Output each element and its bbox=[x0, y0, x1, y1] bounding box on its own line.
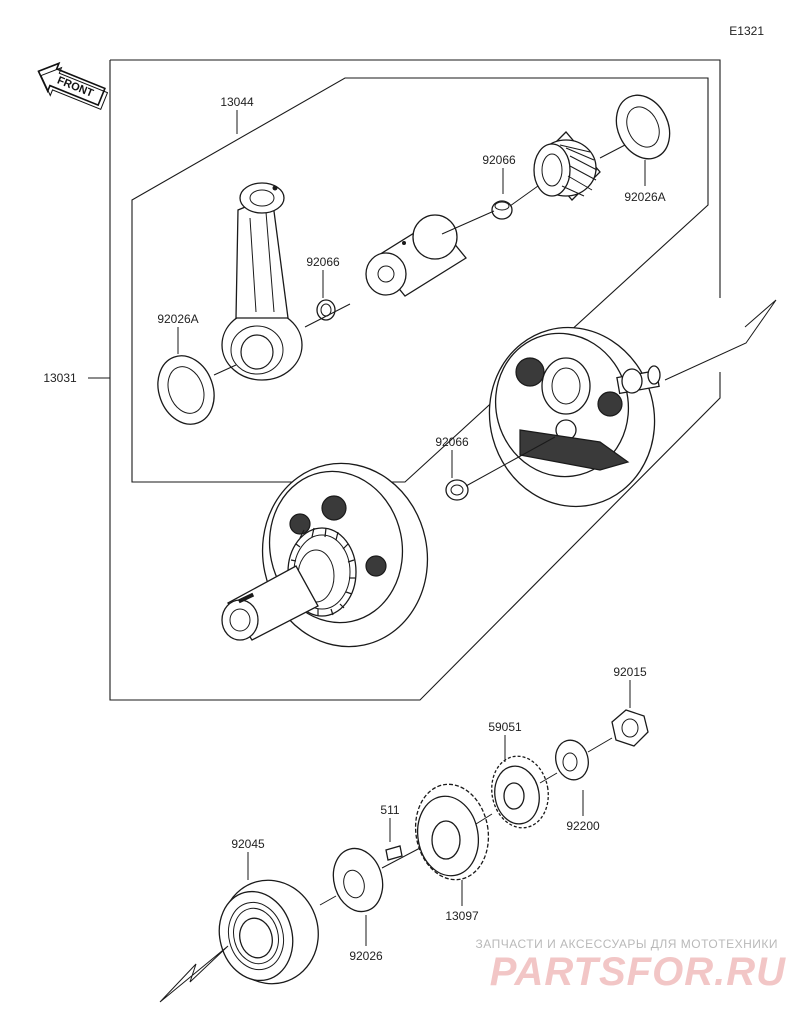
crankshaft-assembly-frame bbox=[88, 59, 721, 701]
bushing-lower-part bbox=[445, 479, 469, 501]
label-13031: 13031 bbox=[43, 371, 77, 385]
label-92200: 92200 bbox=[566, 819, 600, 833]
crank-pin-part bbox=[365, 214, 467, 297]
watermark-logo: PARTSFOR.RU bbox=[490, 950, 786, 994]
label-92066-lower: 92066 bbox=[435, 435, 469, 449]
label-92066-mid: 92066 bbox=[306, 255, 340, 269]
flywheel-right-part bbox=[488, 326, 661, 508]
gear-59051-part bbox=[491, 755, 549, 829]
connecting-rod-subframe bbox=[131, 77, 709, 483]
label-92045: 92045 bbox=[231, 837, 265, 851]
label-92015: 92015 bbox=[613, 665, 647, 679]
thrust-washer-left-part bbox=[157, 355, 215, 425]
front-arrow-icon: FRONT bbox=[37, 61, 109, 111]
label-92066-upper: 92066 bbox=[482, 153, 516, 167]
diagram-code: E1321 bbox=[729, 24, 764, 38]
label-92026A-right: 92026A bbox=[624, 190, 665, 204]
label-leaders bbox=[177, 110, 646, 946]
lower-axis-lines bbox=[319, 737, 613, 906]
bushing-mid-part bbox=[316, 299, 336, 321]
watermark: ЗАПЧАСТИ И АКСЕССУАРЫ ДЛЯ МОТОТЕХНИКИ PA… bbox=[476, 937, 786, 994]
gear-13097-part bbox=[414, 783, 490, 881]
connecting-rod-part bbox=[221, 182, 303, 381]
nut-part bbox=[611, 709, 649, 747]
label-511: 511 bbox=[380, 803, 399, 817]
needle-bearing-part bbox=[533, 131, 601, 201]
washer-92026-part bbox=[332, 847, 384, 913]
crank-axis-lines bbox=[213, 144, 777, 487]
watermark-tagline: ЗАПЧАСТИ И АКСЕССУАРЫ ДЛЯ МОТОТЕХНИКИ bbox=[476, 937, 778, 951]
key-511-part bbox=[385, 845, 403, 861]
lock-washer-part bbox=[555, 739, 589, 781]
label-13097: 13097 bbox=[445, 909, 479, 923]
thrust-washer-right-part bbox=[615, 94, 671, 160]
bushing-upper-part bbox=[491, 200, 513, 220]
label-92026A-left: 92026A bbox=[157, 312, 198, 326]
label-13044: 13044 bbox=[220, 95, 254, 109]
flywheel-left-part bbox=[221, 462, 429, 648]
ball-bearing-part bbox=[159, 879, 319, 1003]
label-59051: 59051 bbox=[488, 720, 522, 734]
label-92026: 92026 bbox=[349, 949, 383, 963]
